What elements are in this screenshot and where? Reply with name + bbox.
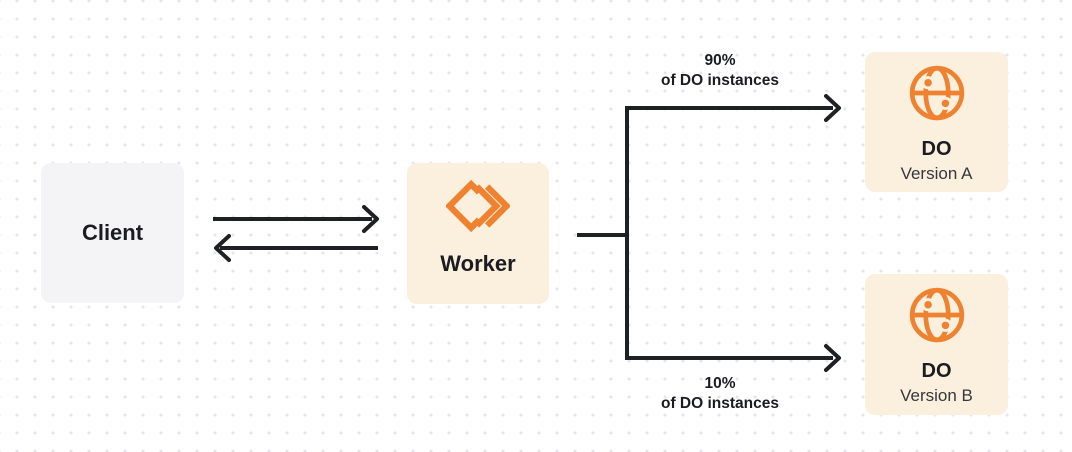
do-a-subtitle: Version A <box>900 164 973 183</box>
client-node: Client <box>41 163 184 303</box>
top-branch-label: 90% of DO instances <box>590 51 850 91</box>
client-to-worker-arrowhead-icon <box>362 205 379 233</box>
bottom-branch-caption: of DO instances <box>661 395 779 412</box>
client-label: Client <box>81 220 144 245</box>
globe-icon <box>907 63 967 123</box>
top-branch-arrowhead-icon <box>824 94 841 122</box>
do-b-title: DO <box>921 360 952 382</box>
do-a-title: DO <box>921 138 952 160</box>
top-branch-percent: 90% <box>704 52 736 69</box>
bottom-branch-arrowhead-icon <box>824 344 841 372</box>
do-version-a-node: DO Version A <box>865 52 1008 192</box>
globe-icon <box>907 285 967 345</box>
top-branch-caption: of DO instances <box>661 72 779 89</box>
bottom-branch-percent: 10% <box>704 375 736 392</box>
bottom-branch-label: 10% of DO instances <box>590 374 850 414</box>
worker-to-client-arrowhead-icon <box>214 234 231 262</box>
workers-icon <box>446 180 510 232</box>
worker-label: Worker <box>440 251 516 276</box>
do-version-b-node: DO Version B <box>865 274 1008 415</box>
do-b-subtitle: Version B <box>900 386 973 405</box>
worker-node: Worker <box>407 163 549 304</box>
